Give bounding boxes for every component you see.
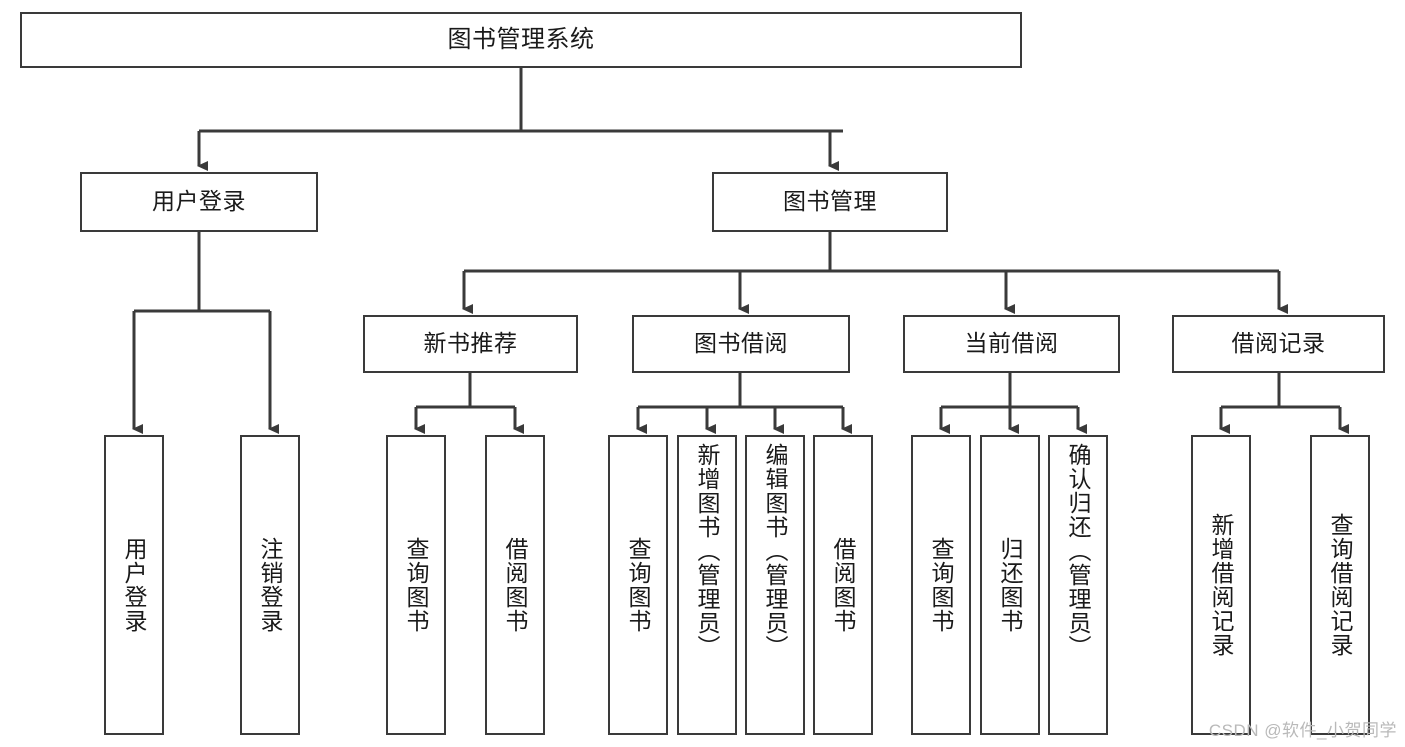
node-leaf-add-record[interactable]: 新增借阅记录: [1191, 435, 1251, 735]
node-new-book-rec-label: 新书推荐: [423, 330, 518, 357]
node-leaf-add-book[interactable]: 新增图书（管理员）: [677, 435, 737, 735]
node-leaf-edit-book-label: 编辑图书（管理员）: [762, 443, 789, 659]
node-leaf-return-book-label: 归还图书: [997, 537, 1024, 633]
node-leaf-borrow-book-2-label: 借阅图书: [830, 537, 857, 633]
node-user-login[interactable]: 用户登录: [80, 172, 318, 232]
node-leaf-confirm-return[interactable]: 确认归还（管理员）: [1048, 435, 1108, 735]
node-leaf-query-book-3-label: 查询图书: [928, 537, 955, 633]
node-user-login-label: 用户登录: [152, 188, 246, 215]
node-leaf-query-book-2[interactable]: 查询图书: [608, 435, 668, 735]
node-current-borrow-label: 当前借阅: [964, 330, 1059, 357]
node-leaf-query-book-1-label: 查询图书: [403, 537, 430, 633]
node-leaf-user-login[interactable]: 用户登录: [104, 435, 164, 735]
node-leaf-edit-book[interactable]: 编辑图书（管理员）: [745, 435, 805, 735]
node-leaf-query-record-label: 查询借阅记录: [1327, 513, 1354, 657]
node-leaf-logout[interactable]: 注销登录: [240, 435, 300, 735]
node-leaf-borrow-book-1[interactable]: 借阅图书: [485, 435, 545, 735]
node-leaf-add-book-label: 新增图书（管理员）: [694, 443, 721, 659]
node-borrow-record-label: 借阅记录: [1231, 330, 1326, 357]
node-leaf-query-record[interactable]: 查询借阅记录: [1310, 435, 1370, 735]
node-book-borrow-label: 图书借阅: [694, 330, 788, 357]
node-root-label: 图书管理系统: [447, 25, 595, 53]
node-current-borrow[interactable]: 当前借阅: [903, 315, 1120, 373]
node-book-manage-label: 图书管理: [783, 188, 877, 215]
node-leaf-user-login-label: 用户登录: [121, 537, 148, 633]
node-leaf-borrow-book-2[interactable]: 借阅图书: [813, 435, 873, 735]
node-leaf-logout-label: 注销登录: [257, 537, 284, 633]
node-leaf-add-record-label: 新增借阅记录: [1208, 513, 1235, 657]
node-borrow-record[interactable]: 借阅记录: [1172, 315, 1385, 373]
node-leaf-query-book-2-label: 查询图书: [625, 537, 652, 633]
node-leaf-query-book-3[interactable]: 查询图书: [911, 435, 971, 735]
node-leaf-return-book[interactable]: 归还图书: [980, 435, 1040, 735]
node-book-borrow[interactable]: 图书借阅: [632, 315, 850, 373]
node-leaf-query-book-1[interactable]: 查询图书: [386, 435, 446, 735]
node-book-manage[interactable]: 图书管理: [712, 172, 948, 232]
node-leaf-borrow-book-1-label: 借阅图书: [502, 537, 529, 633]
node-root[interactable]: 图书管理系统: [20, 12, 1022, 68]
node-new-book-rec[interactable]: 新书推荐: [363, 315, 578, 373]
node-leaf-confirm-return-label: 确认归还（管理员）: [1065, 443, 1092, 659]
